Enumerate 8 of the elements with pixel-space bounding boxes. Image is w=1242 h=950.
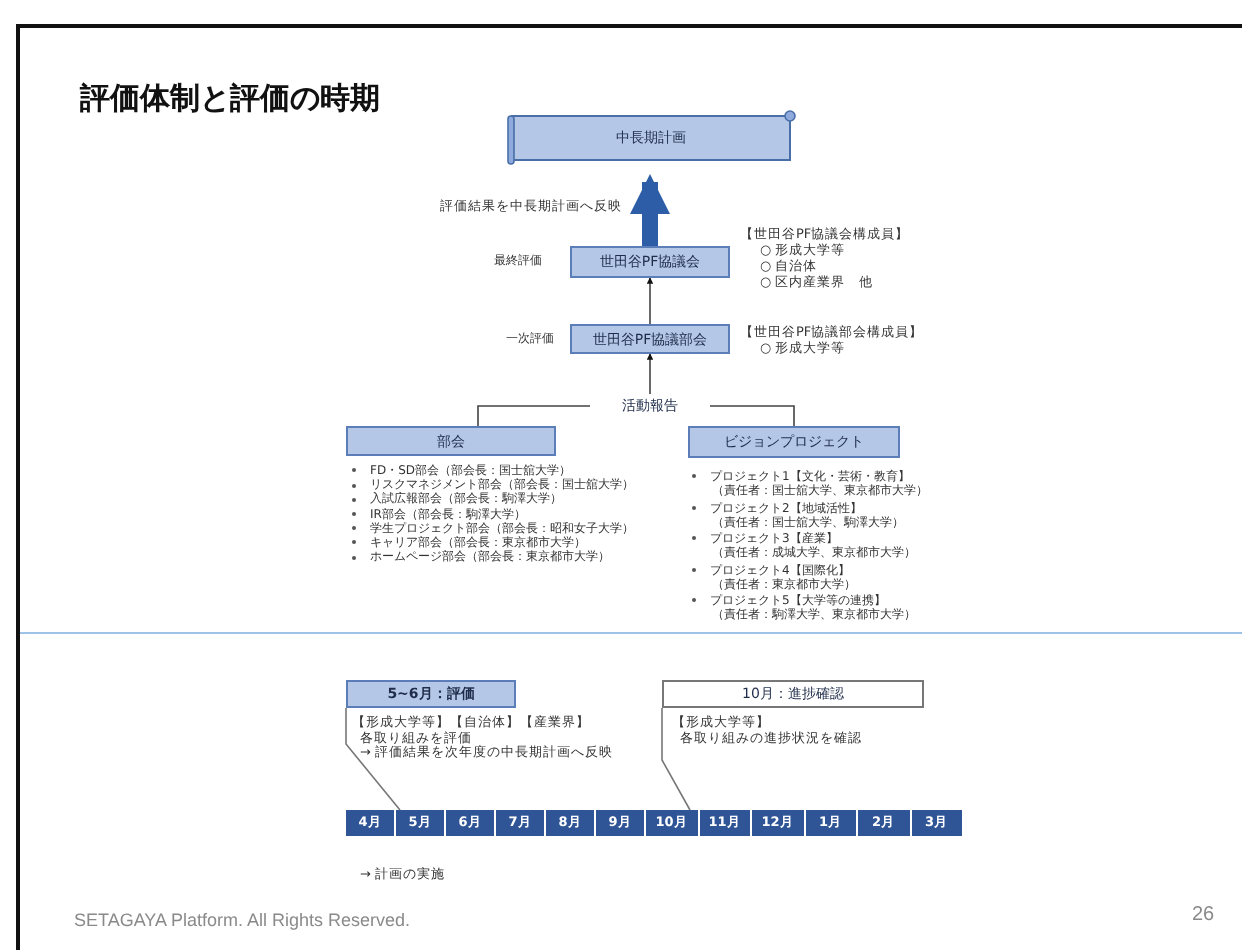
arrow xyxy=(646,353,654,395)
page-number: 26 xyxy=(1192,904,1215,928)
slide-title: 評価体制と評価の時期 xyxy=(80,80,380,116)
callout-line xyxy=(661,707,691,811)
footer-text: SETAGAYA Platform. All Rights Reserved. xyxy=(74,908,411,932)
arrow xyxy=(646,277,654,325)
callout-line xyxy=(345,707,401,811)
arrow xyxy=(630,174,670,246)
